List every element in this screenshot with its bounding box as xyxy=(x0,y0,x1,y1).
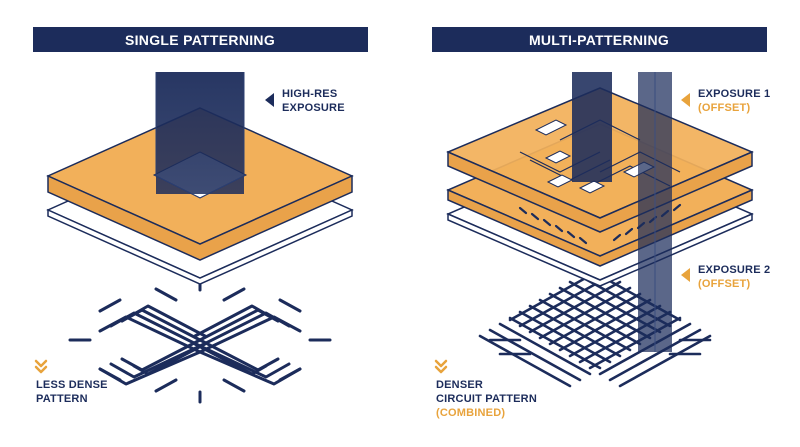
right-pattern-label-line3: (COMBINED) xyxy=(436,407,505,419)
right-exposure2-label-line1: EXPOSURE 2 xyxy=(698,264,770,276)
left-mask-side xyxy=(47,174,353,261)
left-chevron-icon xyxy=(34,359,48,374)
right-exposure1-label-line1: EXPOSURE 1 xyxy=(698,88,770,100)
right-exposure1-arrow xyxy=(681,93,690,107)
left-exposure-arrow xyxy=(265,93,274,107)
right-pattern-label-line1: DENSER xyxy=(436,379,483,391)
left-title-bar xyxy=(33,27,368,52)
left-beam-outline xyxy=(155,72,245,199)
left-exposure-label-line2: EXPOSURE xyxy=(282,102,345,114)
left-exposure-label-line1: HIGH-RES xyxy=(282,88,337,100)
right-pattern xyxy=(478,268,712,388)
right-white-plate-side xyxy=(447,212,753,287)
left-pattern-label-line2: PATTERN xyxy=(36,393,88,405)
right-mask-upper-side xyxy=(447,150,753,233)
right-pattern-label-line2: CIRCUIT PATTERN xyxy=(436,393,537,405)
right-exposure1-label-line2: (OFFSET) xyxy=(698,102,750,114)
right-mask-lower-side xyxy=(447,188,753,267)
right-exposure-beam-1 xyxy=(572,72,612,182)
right-title-bar xyxy=(432,27,767,52)
left-title: SINGLE PATTERNING xyxy=(125,32,275,48)
right-exposure2-arrow xyxy=(681,268,690,282)
left-pattern-label-line1: LESS DENSE xyxy=(36,379,108,391)
left-exposure-beam xyxy=(156,72,244,194)
left-white-plate-side xyxy=(47,208,353,285)
right-mask-upper-openings xyxy=(534,119,656,194)
left-pattern xyxy=(68,278,332,404)
right-title: MULTI-PATTERNING xyxy=(529,32,669,48)
right-chevron-icon xyxy=(434,359,448,374)
right-exposure2-label-line2: (OFFSET) xyxy=(698,278,750,290)
